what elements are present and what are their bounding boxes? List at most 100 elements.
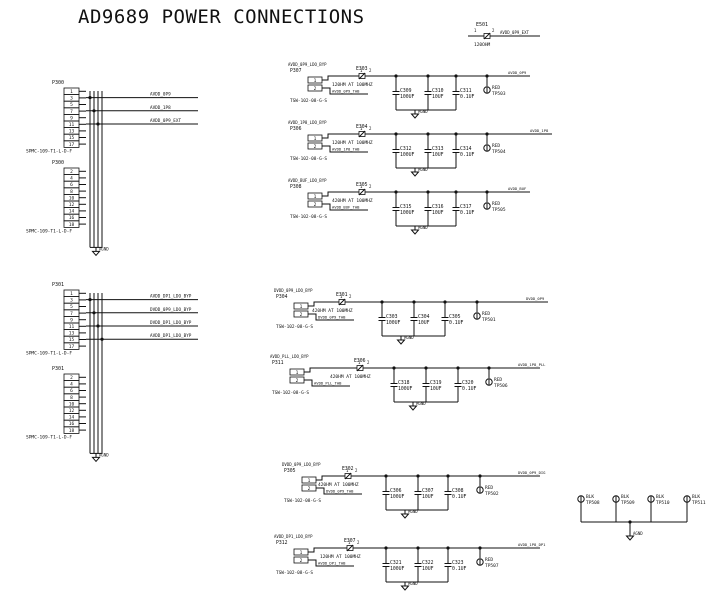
p301-rail-label: AVDD_DP1_LDO_BYP <box>150 294 192 300</box>
p300-b-pin-12: 12 <box>69 202 75 208</box>
rail-p308-cap-ref: C317 <box>460 204 472 210</box>
rail-p307-bead-slash <box>358 72 366 80</box>
rail-p306-bead-pin2: 2 <box>369 126 372 131</box>
rail-p307-tp-ref: TP503 <box>492 91 506 97</box>
rail-p311-bead-value: 420HM AT 100MHZ <box>330 374 371 380</box>
rail-p305-in-net: DVDD_0P9_LDO_BYP <box>282 462 321 467</box>
rail-p308-tab-wire <box>322 203 368 211</box>
rail-p306-header-ref: P306 <box>290 126 302 132</box>
p300-b-pin-18: 18 <box>69 222 75 228</box>
rail-p312-in-wire <box>308 547 344 553</box>
p301-rail-label: AVDD_DP1_LDO_BYP <box>150 333 192 339</box>
rail-p312-in-net: AVDD_DP1_LDO_BYP <box>274 534 313 539</box>
rail-p306-bead-pin1: 1 <box>360 126 363 131</box>
ground-icon <box>410 113 420 119</box>
rail-p306-tp-ref: TP504 <box>492 149 506 155</box>
rail-p305-cap-ref: C308 <box>452 488 464 494</box>
rail-p305-bead-ref: E302 <box>342 466 354 472</box>
p301-b-pin-14: 14 <box>69 415 75 421</box>
p301-rail-label: DVDD_DP1_LDO_BYP <box>150 320 192 326</box>
rail-p304-tab-wire <box>308 313 354 321</box>
rail-p305-bead-value: 420HM AT 100MHZ <box>318 482 359 488</box>
junction-dot <box>96 324 100 328</box>
rail-p307-cap-value: 100UF <box>400 94 415 100</box>
p300-a-ref: P300 <box>52 80 64 86</box>
rail-p311-bead-pin2: 2 <box>367 360 370 365</box>
rail-p311-cap-ref: C319 <box>430 380 442 386</box>
rail-p307-bead-pin1: 1 <box>360 68 363 73</box>
p301-b-part: SPMC-109-T1-L-D-F <box>26 434 72 440</box>
rail-p311-header-pin-label: 2 <box>296 378 299 384</box>
p301-a-ref: P301 <box>52 282 64 288</box>
rail-p311-header-ref: P311 <box>272 360 284 366</box>
rail-p312-cap-ref: C321 <box>390 560 402 566</box>
rail-p312-out-net: AVDD_1P8_DP1 <box>518 542 546 547</box>
p300-a-part: SPMC-109-T1-L-D-F <box>26 148 72 154</box>
p300-b-pin-8: 8 <box>70 189 73 195</box>
rail-p306-cap-ref: C314 <box>460 146 472 152</box>
rail-p305-tab-wire <box>316 487 362 495</box>
p301-b-pin-18: 18 <box>69 428 75 434</box>
rail-p307-header-pin-label: 1 <box>314 78 317 84</box>
p301-a-pin-9: 9 <box>70 317 73 323</box>
rail-p306-header-pin-label: 2 <box>314 144 317 150</box>
rail-p308-tab-net: AVDD_BUF_TAB <box>332 205 360 210</box>
p300-a-pin-1: 1 <box>70 89 73 95</box>
rail-p304-bead-ref: E301 <box>336 292 348 298</box>
rail-p312-cap-value: 0.1UF <box>452 566 467 572</box>
rail-p308-in-net: AVDD_BUF_LDO_BYP <box>288 178 327 183</box>
rail-p304-cap-value: 10UF <box>418 320 430 326</box>
p301-a-pin-17: 17 <box>69 344 75 350</box>
p301-a-pin-5: 5 <box>70 304 73 310</box>
rail-p311-bead-ref: E306 <box>354 358 366 364</box>
ground-label: AGND <box>408 581 418 586</box>
p300-b-ref: P300 <box>52 160 64 166</box>
ground-icon <box>625 535 635 541</box>
rail-p306-header-part: TSW-102-08-G-S <box>290 156 327 162</box>
rail-p304-out-net: DVDD_0P9 <box>526 296 545 301</box>
rail-p306-cap-ref: C313 <box>432 146 444 152</box>
rail-p307-bead-value: 120HM AT 100MHZ <box>332 82 373 88</box>
rail-p311-out-net: AVDD_1P8_PLL <box>518 362 546 367</box>
rail-p308-cap-ref: C316 <box>432 204 444 210</box>
rail-p304-in-net: DVDD_0P9_LDO_BYP <box>274 288 313 293</box>
rail-p304-cap-ref: C305 <box>449 314 461 320</box>
rail-p308-header-pin-label: 2 <box>314 202 317 208</box>
ground-label: AGND <box>404 335 414 340</box>
rail-p306-tab-net: AVDD_1P8_TAB <box>332 147 360 152</box>
p301-a-pin-11: 11 <box>69 324 75 330</box>
rail-p312-cap-value: 10UF <box>422 566 434 572</box>
p300-b-pin-16: 16 <box>69 215 75 221</box>
p300-a-pin-13: 13 <box>69 129 75 135</box>
ground-icon <box>396 339 406 345</box>
junction-dot <box>92 311 96 315</box>
p300-a-pin-5: 5 <box>70 102 73 108</box>
rail-p304-bead-pin1: 1 <box>340 294 343 299</box>
p301-rail-label: DVDD_0P9_LDO_BYP <box>150 307 192 313</box>
rail-p304-bead-slash <box>338 298 346 306</box>
rail-p312-tp-value: RED <box>485 557 493 563</box>
rail-p304-bead-pin2: 2 <box>349 294 352 299</box>
rail-p308-header-part: TSW-102-08-G-S <box>290 214 327 220</box>
e501-pin2: 2 <box>492 28 495 33</box>
rail-p306-bead-value: 120HM AT 100MHZ <box>332 140 373 146</box>
rail-p311-cap-value: 10UF <box>430 386 442 392</box>
ground-icon <box>91 456 101 463</box>
rail-p312-bead-pin1: 1 <box>348 540 351 545</box>
rail-p312-bead-value: 120HM AT 100MHZ <box>320 554 361 560</box>
rail-p312-tab-net: AVDD_DP1_TAB <box>318 561 346 566</box>
rail-p306-cap-value: 100UF <box>400 152 415 158</box>
rail-p311-header-part: TSW-102-08-G-S <box>272 390 309 396</box>
junction-dot <box>92 109 96 113</box>
tp-blk-tp509-ref: TP509 <box>621 500 635 506</box>
p301-b-pin-2: 2 <box>70 375 73 381</box>
rail-p307-in-net: AVDD_0P9_LDO_BYP <box>288 62 327 67</box>
rail-p312-header-pin-label: 2 <box>300 558 303 564</box>
p300-a-pin-7: 7 <box>70 109 73 115</box>
rail-p308-bead-pin1: 1 <box>360 184 363 189</box>
rail-p305-in-wire <box>316 475 342 481</box>
p301-a-pin-3: 3 <box>70 298 73 304</box>
rail-p307-header-pin-label: 2 <box>314 86 317 92</box>
ground-icon <box>400 513 410 519</box>
rail-p305-cap-ref: C307 <box>422 488 434 494</box>
